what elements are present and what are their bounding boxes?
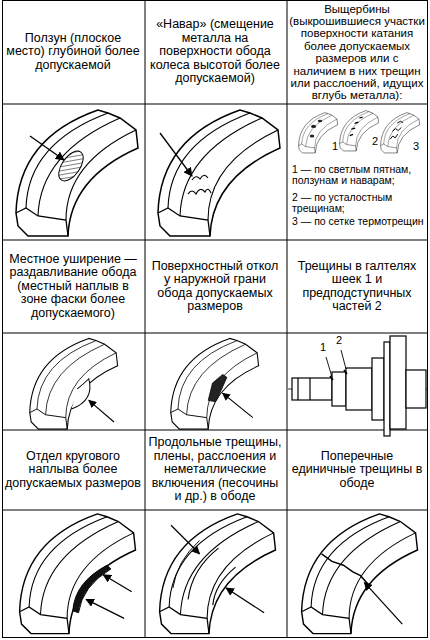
spall-mark <box>310 134 314 137</box>
grid-line <box>2 333 428 334</box>
callout-number: 3 <box>410 141 422 153</box>
pointer-arrow <box>103 575 132 592</box>
longitudinal-crack-figure <box>160 514 276 634</box>
journal-end <box>309 378 310 400</box>
legend-note: 3 — по сетке термотрещин <box>292 216 424 227</box>
crack-line <box>188 548 218 599</box>
overflow-figure <box>20 514 136 634</box>
spall-mark <box>318 120 322 123</box>
fillet-crack <box>330 370 347 380</box>
spall-mark <box>311 125 316 128</box>
wheel-rim <box>20 514 136 634</box>
wheel-rim <box>30 338 118 429</box>
wheel-rim <box>16 110 138 236</box>
spalling-figure <box>299 113 338 153</box>
pointer-arrow <box>364 582 402 624</box>
grid-line <box>2 104 428 105</box>
surface-chip <box>208 374 227 401</box>
callout-number: 1 <box>329 141 341 153</box>
built-up-figure <box>158 110 280 236</box>
cell-header: Поперечные единичные трещины в ободе <box>289 450 425 491</box>
wheel-rim <box>171 338 259 429</box>
pointer-arrow <box>223 393 253 417</box>
leader-line <box>326 357 332 377</box>
axle-figure <box>288 336 427 436</box>
rim-bulge <box>72 379 90 409</box>
crack-line <box>322 554 370 585</box>
callout-number: 1 <box>317 342 329 354</box>
pointer-arrow <box>160 133 192 176</box>
axle-body <box>406 370 426 408</box>
crack-line <box>173 541 200 589</box>
cell-header: Отдел кругового наплыва более допускаемы… <box>5 450 141 491</box>
grid-line <box>2 510 428 511</box>
spalling-figures <box>299 111 420 153</box>
leader-line <box>341 350 346 369</box>
callout-number: 2 <box>369 136 381 148</box>
cell-header: Поверхностный откол у наружной грани обо… <box>147 260 283 314</box>
wheel-disk <box>384 342 390 436</box>
grid-line <box>287 0 288 638</box>
detached-overflow <box>73 565 111 613</box>
axle-journal <box>292 378 332 400</box>
grid-line <box>2 240 428 241</box>
cell-header: Выщербины (выкрошившиеся участки поверхн… <box>289 3 425 102</box>
dust-collar <box>332 372 346 406</box>
wheel-rim <box>302 514 418 634</box>
cell-header: Трещины в галтелях шеек 1 и предподступи… <box>289 260 425 314</box>
cell-header: Местное уширение — раздавливание обода (… <box>5 253 141 321</box>
cell-header: Продольные трещины, плены, расслоения и … <box>147 436 283 504</box>
chip-figure <box>171 338 259 429</box>
pointer-arrow <box>89 400 114 422</box>
cell-header: «Навар» (смещение металла на поверхности… <box>147 18 283 86</box>
wheel-rim <box>390 336 406 429</box>
flat-spot <box>54 147 88 185</box>
built-up-metal <box>188 189 211 194</box>
wheel-rim <box>299 113 338 153</box>
transverse-crack-figure <box>302 514 418 634</box>
widening-figure <box>30 338 118 429</box>
wheel-rim <box>160 514 276 634</box>
flat-spot-figure <box>16 110 138 236</box>
built-up-metal <box>192 175 208 180</box>
grid-line <box>145 0 146 638</box>
table-border <box>3 1 428 638</box>
crack-line <box>213 567 236 605</box>
spall-mark <box>350 117 363 136</box>
pointer-arrow <box>171 525 200 554</box>
cell-header: Ползун (плоское место) глубиной более до… <box>5 32 141 73</box>
journal-end <box>297 378 298 400</box>
legend-note: 1 — по светлым пятнам, ползунам и навара… <box>292 164 424 187</box>
pointer-arrow <box>226 588 264 613</box>
pre-hub-part <box>346 368 372 410</box>
spall-mark <box>390 121 403 139</box>
pointer-arrow <box>86 599 124 618</box>
callout-number: 2 <box>333 335 345 347</box>
pointer-arrow <box>30 136 64 160</box>
legend-note: 2 — по усталостным трещинам; <box>292 192 424 215</box>
wheel-hub <box>372 358 384 420</box>
wheel-rim <box>158 110 280 236</box>
